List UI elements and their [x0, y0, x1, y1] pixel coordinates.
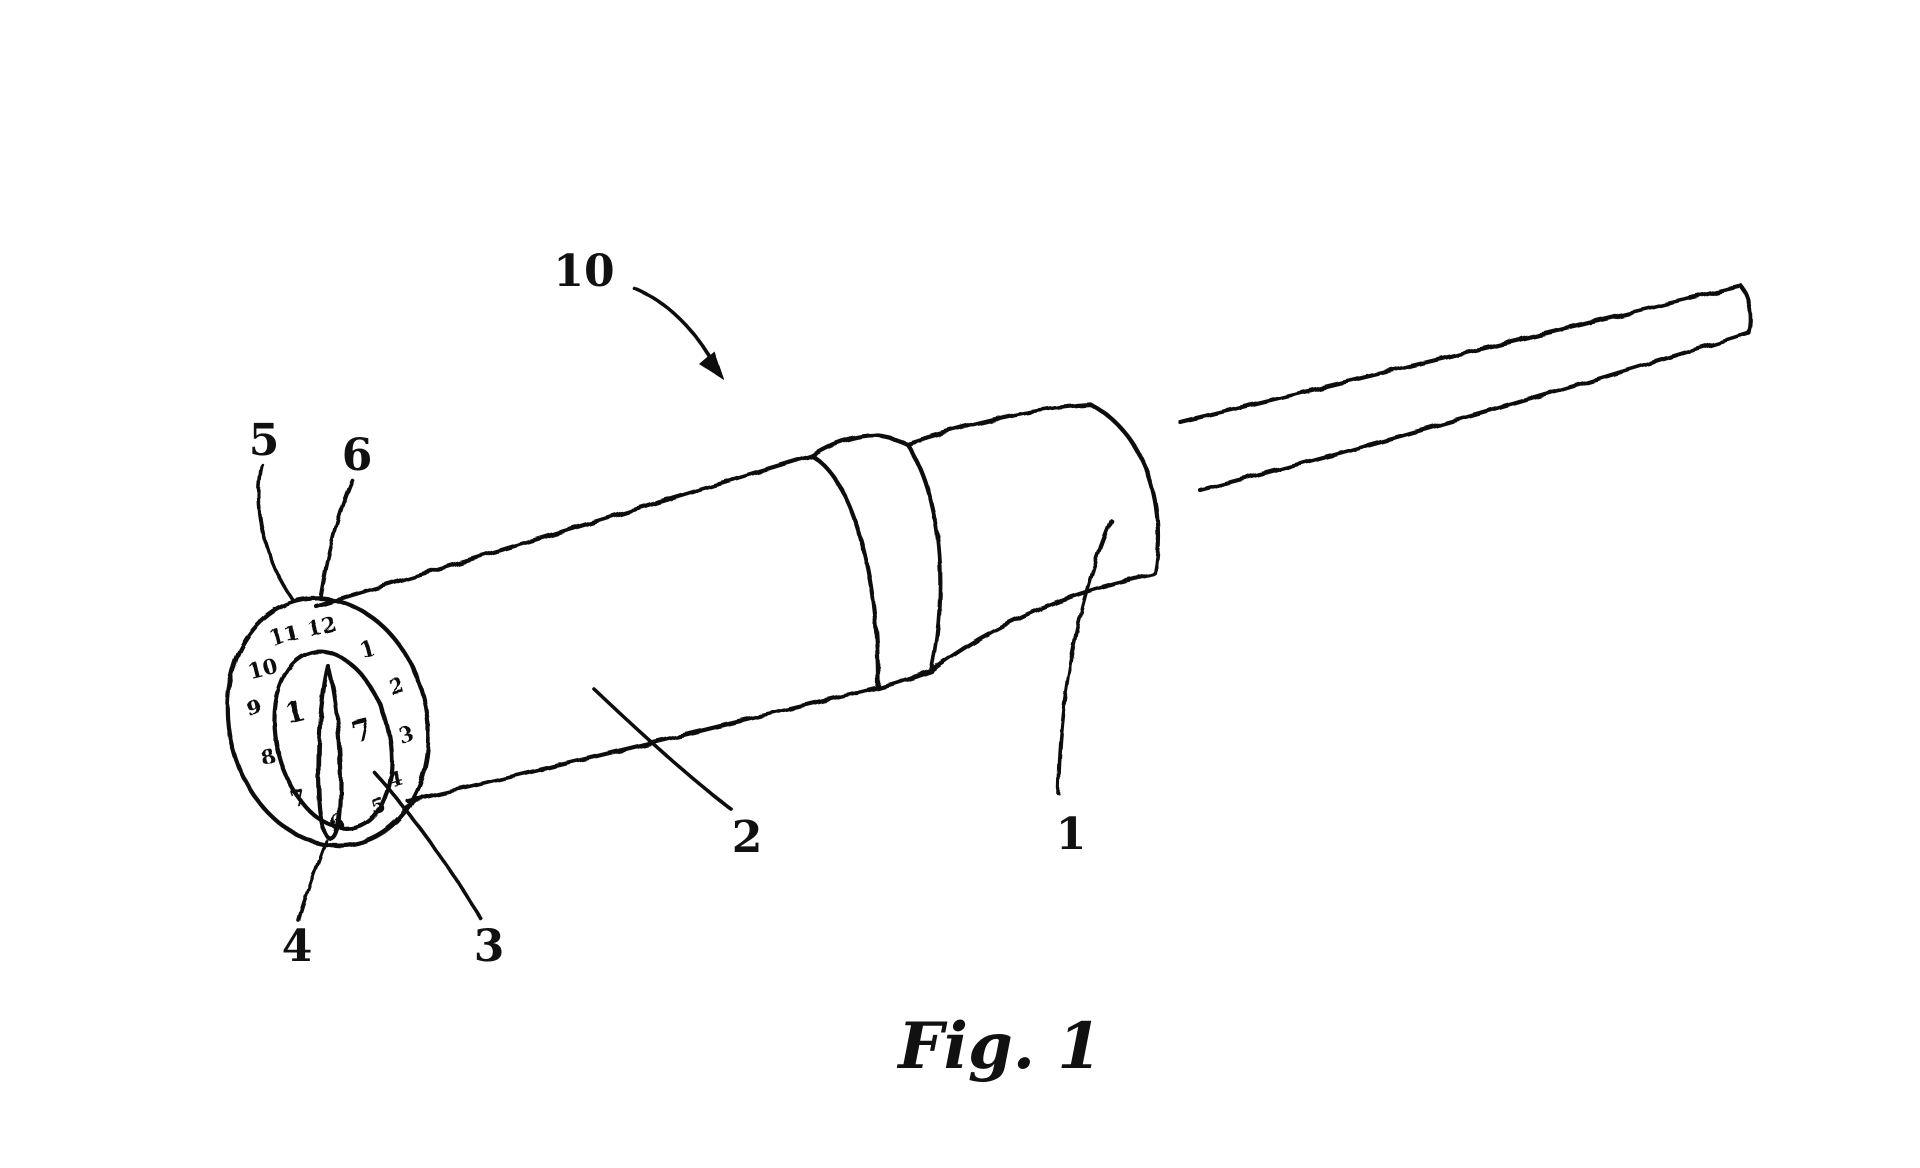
- dial-number-8: 8: [258, 743, 278, 771]
- rod-end-cap: [1741, 286, 1751, 333]
- leader-line-2: [594, 689, 731, 809]
- dial-number-1: 1: [357, 635, 377, 663]
- device-drawing: 12 1 2 3 4 5 6 7 8 9 10 11 1 7: [202, 286, 1751, 921]
- ref-label-10: 10: [553, 246, 614, 297]
- leader-line-5: [259, 465, 293, 600]
- collar-bottom-edge: [878, 671, 931, 688]
- arrow-10-head: [699, 351, 724, 380]
- ref-label-3: 3: [474, 921, 505, 972]
- cylinder-top-edge: [316, 456, 812, 606]
- rod-bottom-edge: [1200, 333, 1749, 490]
- ref-label-6: 6: [342, 430, 373, 481]
- inner-number-right: 7: [348, 712, 376, 750]
- leader-line-1: [1058, 520, 1111, 793]
- leader-line-4: [299, 841, 326, 921]
- ref-label-1: 1: [1056, 809, 1087, 860]
- collar-left-arc: [812, 456, 878, 688]
- dial-number-2: 2: [386, 672, 406, 700]
- rear-body-bottom-edge: [931, 574, 1155, 671]
- dial-number-12: 12: [305, 611, 339, 642]
- leader-line-6: [321, 480, 352, 597]
- dial-number-11: 11: [267, 619, 301, 650]
- collar-right-arc: [907, 444, 940, 671]
- cylinder-bottom-edge: [408, 688, 878, 801]
- figure-caption: Fig. 1: [896, 1009, 1102, 1084]
- dial-number-3: 3: [396, 721, 416, 749]
- ref-label-4: 4: [282, 921, 313, 972]
- dial-number-9: 9: [244, 694, 264, 722]
- rear-body-top-edge: [907, 404, 1090, 444]
- ref-label-5: 5: [249, 415, 280, 466]
- arrow-10-shaft: [634, 288, 711, 359]
- dial-number-7: 7: [288, 784, 308, 812]
- collar-top-edge: [812, 435, 907, 456]
- inner-number-left: 1: [281, 693, 309, 731]
- rod-top-edge: [1180, 286, 1741, 422]
- dial-number-6: 6: [327, 809, 347, 837]
- ref-label-2: 2: [732, 812, 763, 863]
- dial-number-10: 10: [246, 653, 280, 684]
